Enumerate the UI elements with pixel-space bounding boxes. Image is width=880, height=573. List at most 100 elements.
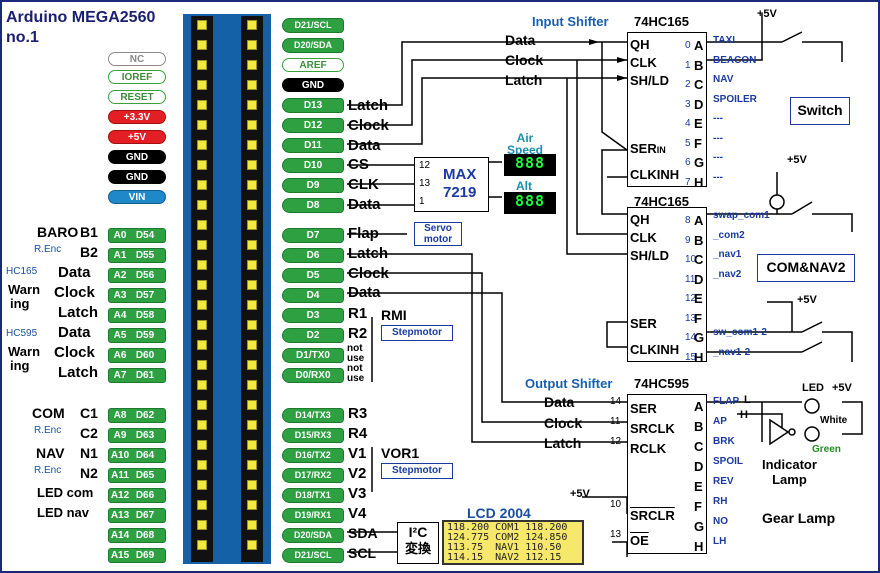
chip-pin-label: E — [694, 291, 703, 306]
label-ing: ing — [10, 358, 30, 373]
digital-pin: D11 — [282, 138, 344, 153]
lcd-line: 113.75 NAV1 110.50 — [447, 542, 562, 553]
label-l: L — [744, 394, 751, 406]
header-pin — [197, 180, 207, 190]
header-pin — [197, 80, 207, 90]
header-pin — [247, 100, 257, 110]
chip-pin-label: A — [694, 38, 704, 53]
board-title: Arduino MEGA2560 no.1 — [6, 9, 156, 46]
header-pin — [197, 340, 207, 350]
wire-latch: Latch — [544, 435, 582, 451]
input-shifter-title: Input Shifter — [532, 14, 609, 29]
chip-pin-label: E — [694, 479, 703, 494]
label-alt: Alt — [516, 179, 532, 193]
pin-nc: NC — [108, 52, 166, 66]
label-v4: V4 — [348, 505, 367, 522]
led-white-icon — [804, 398, 820, 414]
pin-number: 12 — [685, 293, 697, 304]
pin-number: 9 — [685, 234, 691, 246]
label-ing: ing — [10, 296, 30, 311]
signal-label: --- — [713, 132, 723, 144]
chip-pin-label: C — [694, 77, 704, 92]
label-vor1: VOR1 — [381, 445, 420, 461]
digital-pin: GND — [282, 78, 344, 92]
signal-label: BRK — [713, 436, 735, 447]
header-pin — [247, 440, 257, 450]
header-pin — [247, 360, 257, 370]
pin-number: 7 — [685, 176, 691, 188]
digital-pin: D1/TX0 — [282, 348, 344, 363]
label-c1: C1 — [80, 405, 98, 421]
digital-pin: D13 — [282, 98, 344, 113]
label-h: H — [740, 409, 748, 421]
label-data: Data — [58, 324, 91, 341]
lcd-line: 114.15 NAV2 112.15 — [447, 552, 562, 563]
signal-label: --- — [713, 171, 723, 183]
alt-display: 888 — [504, 192, 556, 214]
header-pin — [197, 100, 207, 110]
label-renc-com: R.Enc — [34, 425, 62, 436]
digital-pin: D10 — [282, 158, 344, 173]
digital-pin: D21/SCL — [282, 548, 344, 563]
signal-label: NO — [713, 516, 728, 527]
signal-label: FLAP — [713, 396, 740, 407]
label-latch: Latch — [58, 304, 99, 321]
header-pin — [247, 40, 257, 50]
signal-label: _nav1-2 — [713, 346, 751, 358]
chip-pin-label: B — [694, 419, 704, 434]
chip-pin-label: A — [694, 213, 704, 228]
pin-number: 5 — [685, 137, 691, 149]
digital-pin: D16/TX2 — [282, 448, 344, 463]
pin-number: 1 — [685, 59, 691, 71]
label-v2: V2 — [348, 465, 367, 482]
header-pin — [247, 540, 257, 550]
label-clock: Clock — [348, 265, 389, 282]
shifter2-chip: QH CLK SH/LD SER CLKINH — [627, 207, 707, 362]
label-sda: SDA — [348, 525, 378, 541]
digital-pin: D17/RX2 — [282, 468, 344, 483]
pin-3v3: +3.3V — [108, 110, 166, 124]
chip-pin-label: B — [694, 57, 704, 73]
inverter-symbol — [769, 418, 790, 446]
header-pin — [197, 220, 207, 230]
label-green: Green — [812, 444, 841, 455]
header-pin — [247, 60, 257, 70]
pin-gnd: GND — [108, 150, 166, 164]
label-data: Data — [348, 137, 381, 154]
label-latch: Latch — [58, 364, 99, 381]
digital-pin: D20/SDA — [282, 38, 344, 53]
header-pin — [247, 500, 257, 510]
header-pin — [247, 400, 257, 410]
label-clock: Clock — [348, 117, 389, 134]
digital-pin: D5 — [282, 268, 344, 283]
header-pin — [197, 520, 207, 530]
chip-pin-label: G — [694, 519, 705, 534]
label-com: COM — [32, 405, 65, 421]
label-rmi: RMI — [381, 307, 407, 323]
label-cs: CS — [348, 156, 369, 173]
wire-clock: Clock — [505, 52, 544, 68]
header-pin — [247, 460, 257, 470]
chip-pin-label: H — [694, 539, 704, 554]
header-pin — [197, 260, 207, 270]
pin-number: 3 — [685, 98, 691, 110]
chip-pin-label: C — [694, 252, 704, 267]
label-scl: SCL — [348, 545, 376, 561]
airspeed-display: 888 — [504, 154, 556, 176]
header-pin — [247, 300, 257, 310]
stepmotor-box-vor: Stepmotor — [381, 463, 453, 479]
label-r2: R2 — [348, 325, 368, 342]
